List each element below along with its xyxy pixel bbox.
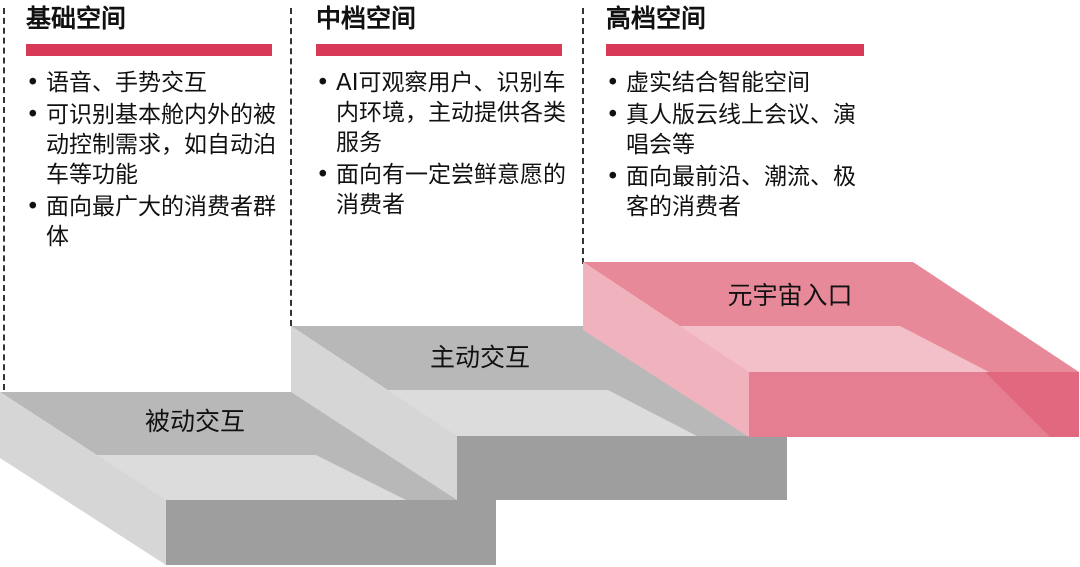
slab-left-face <box>291 326 457 500</box>
step-label: 被动交互 <box>145 407 245 436</box>
slab-inner-highlight <box>36 455 406 500</box>
title-underline-bar <box>26 44 272 56</box>
slab-inner-highlight <box>328 390 697 436</box>
slab-top-face <box>583 262 1079 372</box>
list-item: 语音、手势交互 <box>26 68 282 98</box>
slab-front-face <box>457 436 787 500</box>
title-underline-bar <box>606 44 864 56</box>
slab-front-face <box>166 500 496 565</box>
divider-right <box>582 8 584 264</box>
step-label: 主动交互 <box>430 343 530 372</box>
step-active: 主动交互 <box>291 326 787 500</box>
title-underline-bar <box>316 44 562 56</box>
column-title: 基础空间 <box>26 4 127 33</box>
list-item: 面向最广大的消费者群体 <box>26 192 282 252</box>
feature-list: AI可观察用户、识别车内环境，主动提供各类服务 面向有一定尝鲜意愿的消费者 <box>316 68 572 222</box>
slab-top-face <box>0 392 496 500</box>
step-passive: 被动交互 <box>0 392 496 565</box>
divider-left <box>3 8 5 390</box>
column-title: 中档空间 <box>316 4 417 33</box>
divider-mid <box>290 8 292 326</box>
step-metaverse: 元宇宙入口 <box>583 262 1079 437</box>
feature-list: 虚实结合智能空间 真人版云线上会议、演唱会等 面向最前沿、潮流、极客的消费者 <box>606 68 876 224</box>
slab-inner-highlight <box>620 326 989 372</box>
column-title: 高档空间 <box>606 4 707 33</box>
slab-left-face <box>0 392 166 565</box>
list-item: 可识别基本舱内外的被动控制需求，如自动泊车等功能 <box>26 100 282 190</box>
feature-list: 语音、手势交互 可识别基本舱内外的被动控制需求，如自动泊车等功能 面向最广大的消… <box>26 68 282 254</box>
slab-top-face <box>291 326 787 436</box>
step-label: 元宇宙入口 <box>727 281 852 310</box>
slab-left-face <box>583 262 749 437</box>
list-item: 面向最前沿、潮流、极客的消费者 <box>606 162 876 222</box>
list-item: AI可观察用户、识别车内环境，主动提供各类服务 <box>316 68 572 158</box>
slab-edge-shade <box>985 372 1079 437</box>
list-item: 虚实结合智能空间 <box>606 68 876 98</box>
list-item: 真人版云线上会议、演唱会等 <box>606 100 876 160</box>
list-item: 面向有一定尝鲜意愿的消费者 <box>316 160 572 220</box>
